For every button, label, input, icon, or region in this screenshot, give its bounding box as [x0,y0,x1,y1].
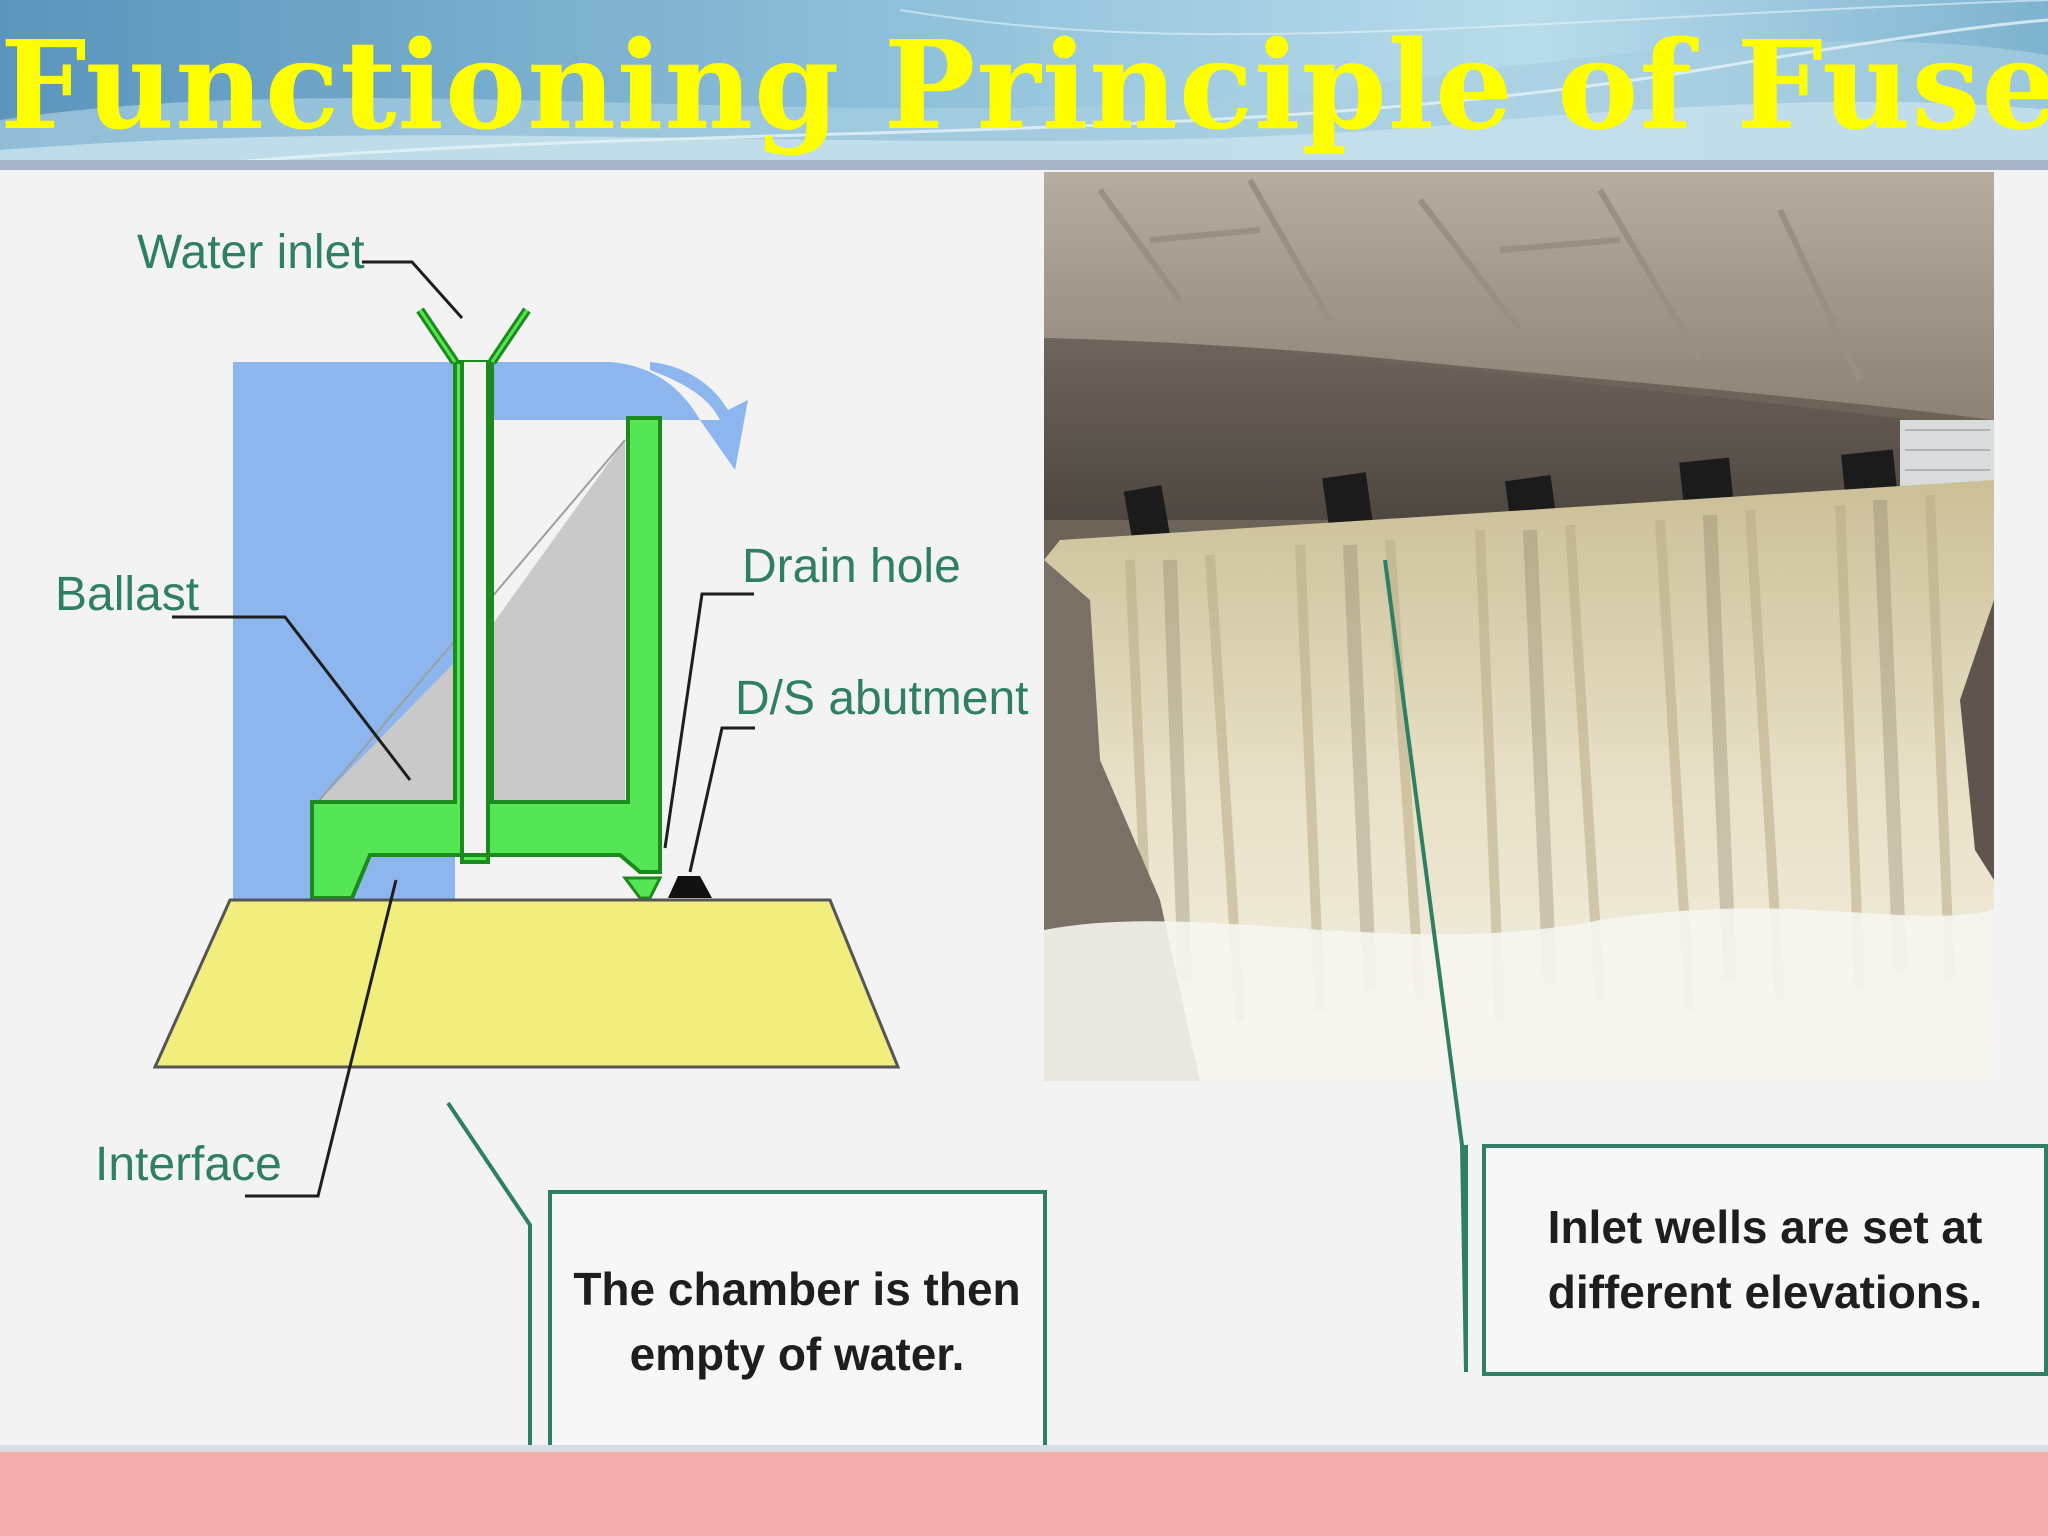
label-ds-abutment: D/S abutment [735,672,1028,725]
drain-hole [622,876,663,900]
diagram-labels: Water inlet Ballast Drain hole D/S abutm… [55,226,1028,1198]
label-water-inlet: Water inlet [137,226,365,279]
fusegate-cross-section [152,307,901,1069]
title-banner [0,0,2048,170]
footer-bar [0,1452,2048,1536]
footer-divider [0,1445,2048,1454]
callout-box-right [1482,1144,2048,1376]
callout-right-line1: Inlet wells are set at [1548,1201,1983,1253]
slide-title: Functioning Principle of Fusegate [0,13,2048,157]
foundation-base [152,898,901,1069]
callout-box-left [548,1190,1047,1450]
label-ballast: Ballast [55,568,199,621]
callout-inlet-wells: Inlet wells are set at different elevati… [1383,559,2048,1376]
label-drain-hole: Drain hole [742,540,961,593]
callout-left-line2: empty of water. [630,1328,965,1380]
callout-right-line2: different elevations. [1548,1266,1983,1318]
overflow-arrow-icon [650,362,748,470]
label-interface: Interface [95,1138,282,1191]
overflow-water [490,362,700,420]
ds-abutment-block [668,876,712,898]
callout-chamber-empty: The chamber is then empty of water. [446,1101,1047,1450]
ballast-fill-left [318,662,455,802]
ballast-fill-right [492,440,625,802]
callout-left-line1: The chamber is then [573,1263,1020,1315]
fusegate-photo [1044,172,1994,1081]
